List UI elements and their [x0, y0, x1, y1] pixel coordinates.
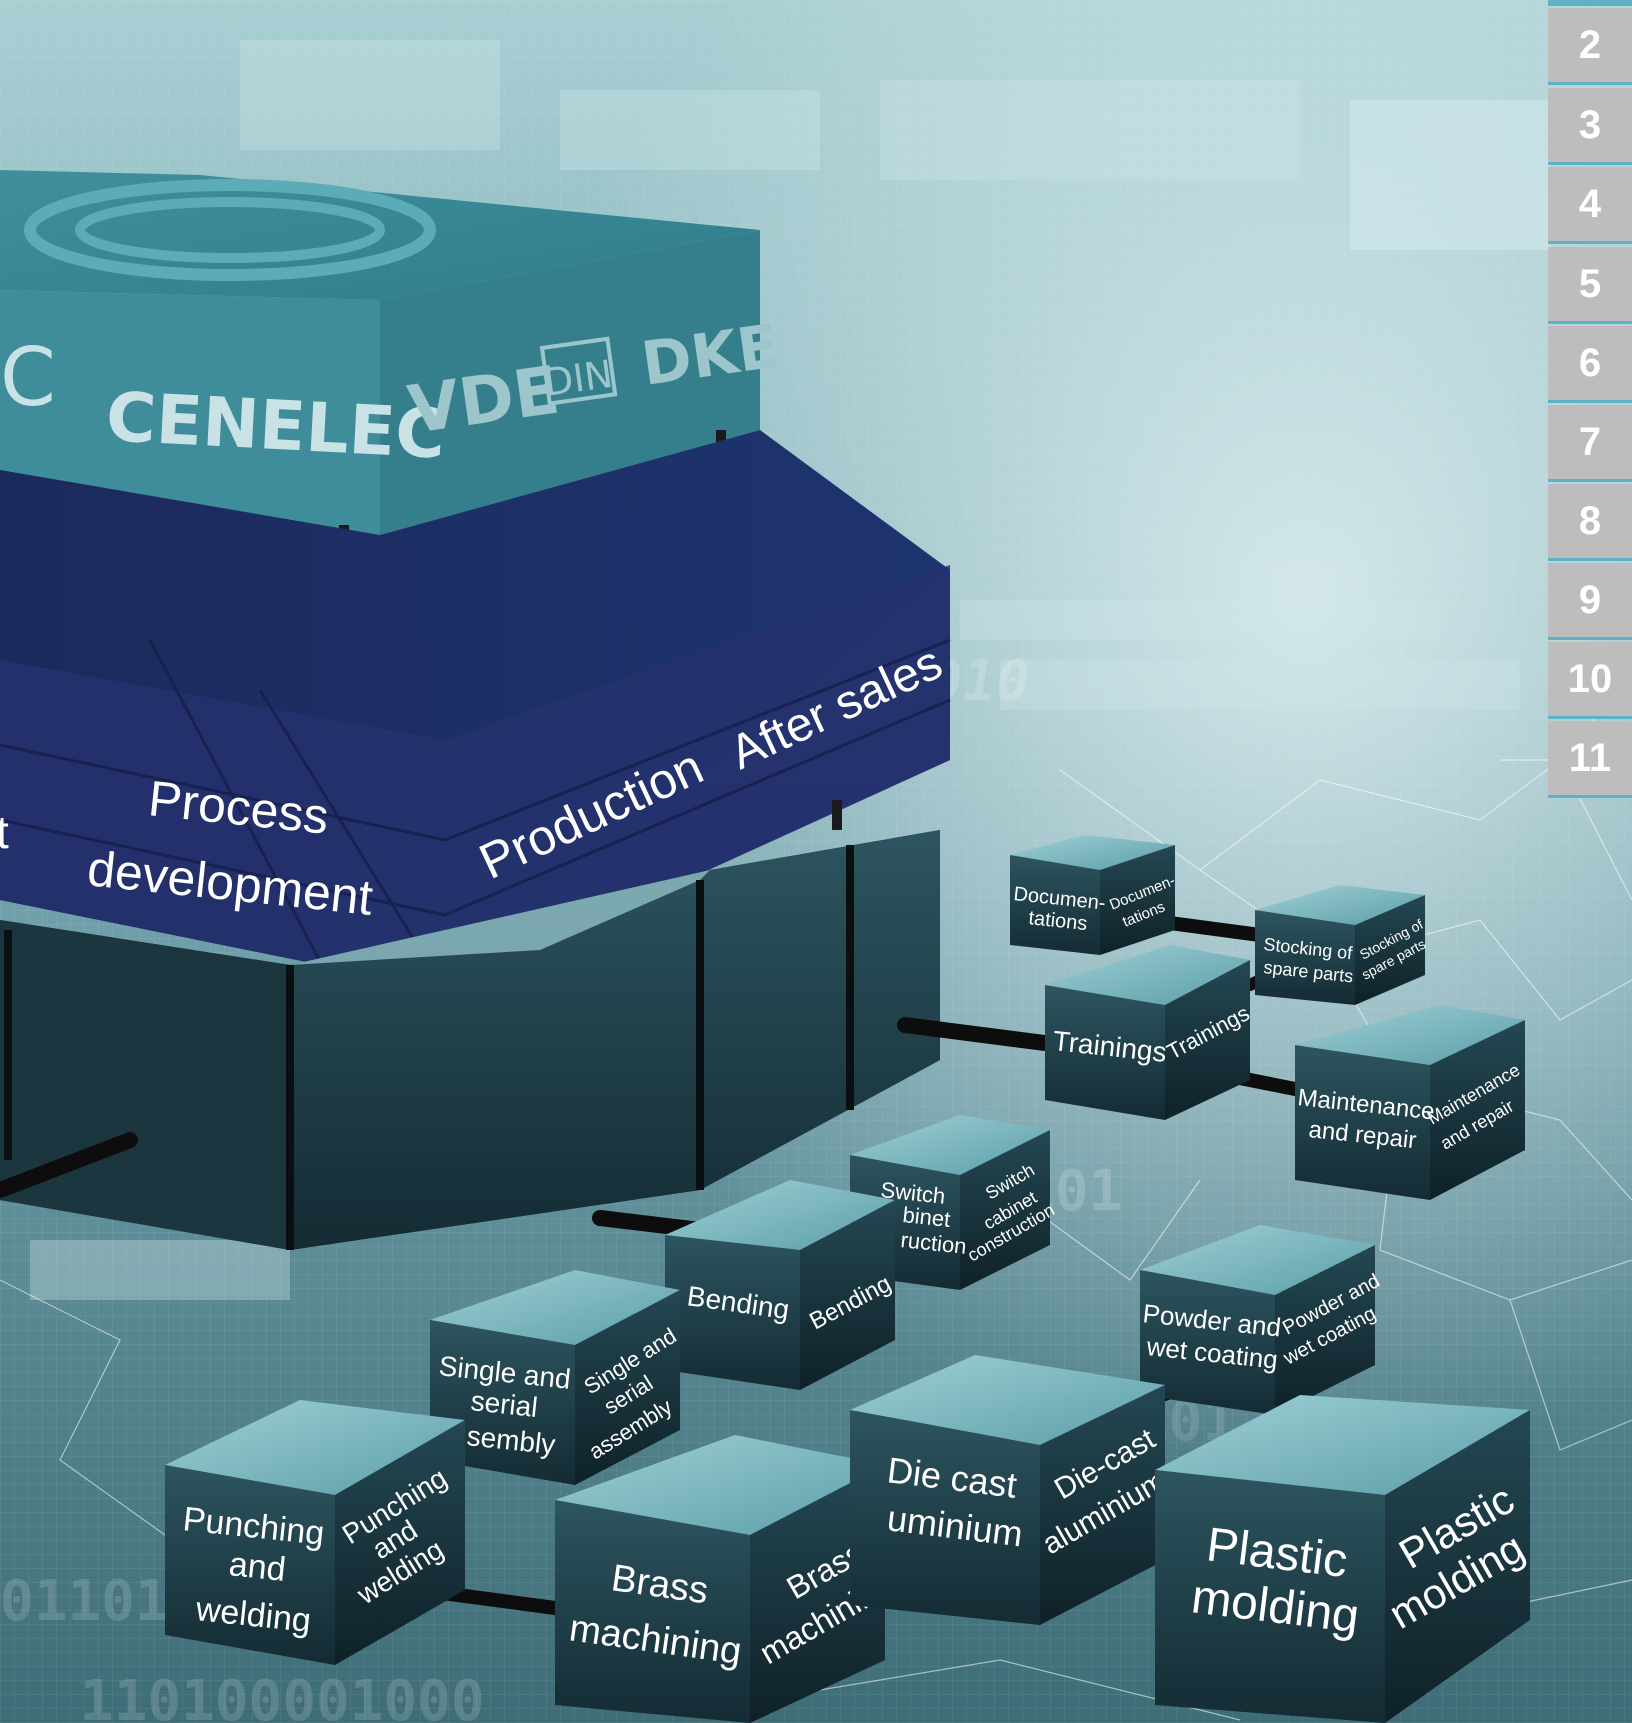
cube-plastic: Plastic molding Plastic molding — [1155, 1395, 1532, 1723]
logo-din-frame — [539, 336, 618, 406]
page-tab-11[interactable]: 11 — [1548, 721, 1632, 798]
svg-text:01101: 01101 — [0, 1569, 169, 1634]
departments-block: t Process development Production After s… — [0, 430, 951, 991]
page-tab-3[interactable]: 3 — [1548, 88, 1632, 165]
label-cut: t — [0, 806, 9, 858]
logo-cenelec: CENELEC — [104, 378, 447, 475]
logo-c: C — [0, 331, 56, 424]
assembly-front-2: serial — [469, 1385, 539, 1423]
page-tab-10[interactable]: 10 — [1548, 642, 1632, 719]
page-tabs-top-line — [1548, 0, 1632, 6]
cube-trainings: Trainings Trainings — [1045, 945, 1254, 1120]
cube-switch-cabinet: Switch binet ruction Switch cabinet cons… — [850, 1115, 1058, 1290]
cube-maintenance: Maintenance and repair Maintenance and r… — [1295, 1005, 1525, 1200]
punching-front-2: and — [227, 1545, 287, 1589]
cube-assembly: Single and serial sembly Single and seri… — [430, 1270, 681, 1485]
page-tab-7[interactable]: 7 — [1548, 405, 1632, 482]
svg-text:110100001000: 110100001000 — [80, 1669, 485, 1723]
page-tab-8[interactable]: 8 — [1548, 484, 1632, 561]
switch-front-2: binet — [901, 1202, 951, 1232]
logo-din: DIN — [541, 352, 615, 405]
pole — [832, 800, 842, 830]
cube-documentations: Documen- tations Documen- tations — [1010, 835, 1178, 955]
standards-block: C CENELEC VDE DIN DKE — [0, 170, 783, 535]
background-buildings — [30, 40, 1550, 1300]
cube-punching: Punching and welding Punching and weldin… — [165, 1400, 465, 1665]
cube-stocking: Stocking of spare parts Stocking of spar… — [1255, 885, 1428, 1005]
page-tab-6[interactable]: 6 — [1548, 326, 1632, 403]
cube-diecast: Die cast uminium Die-cast aluminium — [850, 1355, 1172, 1625]
page-tab-2[interactable]: 2 — [1548, 8, 1632, 85]
page-tab-4[interactable]: 4 — [1548, 167, 1632, 244]
page-tab-9[interactable]: 9 — [1548, 563, 1632, 640]
cube-bending: Bending Bending — [665, 1180, 896, 1390]
cube-powder-coating: Powder and wet coating Powder and wet co… — [1140, 1225, 1384, 1415]
page-tab-5[interactable]: 5 — [1548, 247, 1632, 324]
